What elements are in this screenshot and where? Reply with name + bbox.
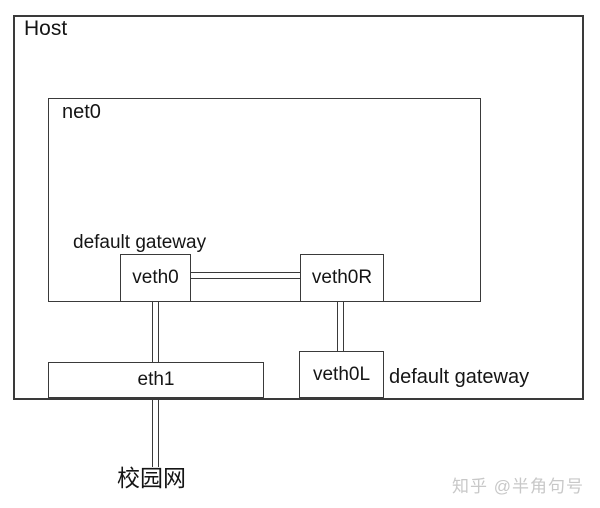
node-eth1: eth1	[48, 362, 264, 398]
link-veth0-eth1	[152, 301, 159, 362]
node-veth0-label: veth0	[132, 267, 179, 288]
zhihu-watermark: 知乎 @半角句号	[452, 477, 584, 496]
node-veth0r: veth0R	[300, 254, 384, 302]
default-gateway-top-label: default gateway	[73, 232, 207, 253]
node-veth0: veth0	[120, 254, 191, 302]
net0-namespace-box	[48, 98, 481, 302]
default-gateway-bottom-label: default gateway	[389, 366, 530, 388]
host-box	[13, 15, 584, 400]
net0-label: net0	[62, 101, 101, 123]
link-veth0r-veth0l	[337, 301, 344, 351]
node-eth1-label: eth1	[137, 369, 175, 390]
node-veth0l-label: veth0L	[312, 363, 371, 385]
campus-network-label: 校园网	[117, 465, 186, 491]
node-veth0r-label: veth0R	[311, 267, 373, 288]
node-veth0l: veth0L	[299, 351, 384, 398]
host-label: Host	[24, 17, 68, 40]
link-eth1-campus-network	[152, 398, 159, 467]
link-veth0-veth0r	[191, 272, 300, 279]
